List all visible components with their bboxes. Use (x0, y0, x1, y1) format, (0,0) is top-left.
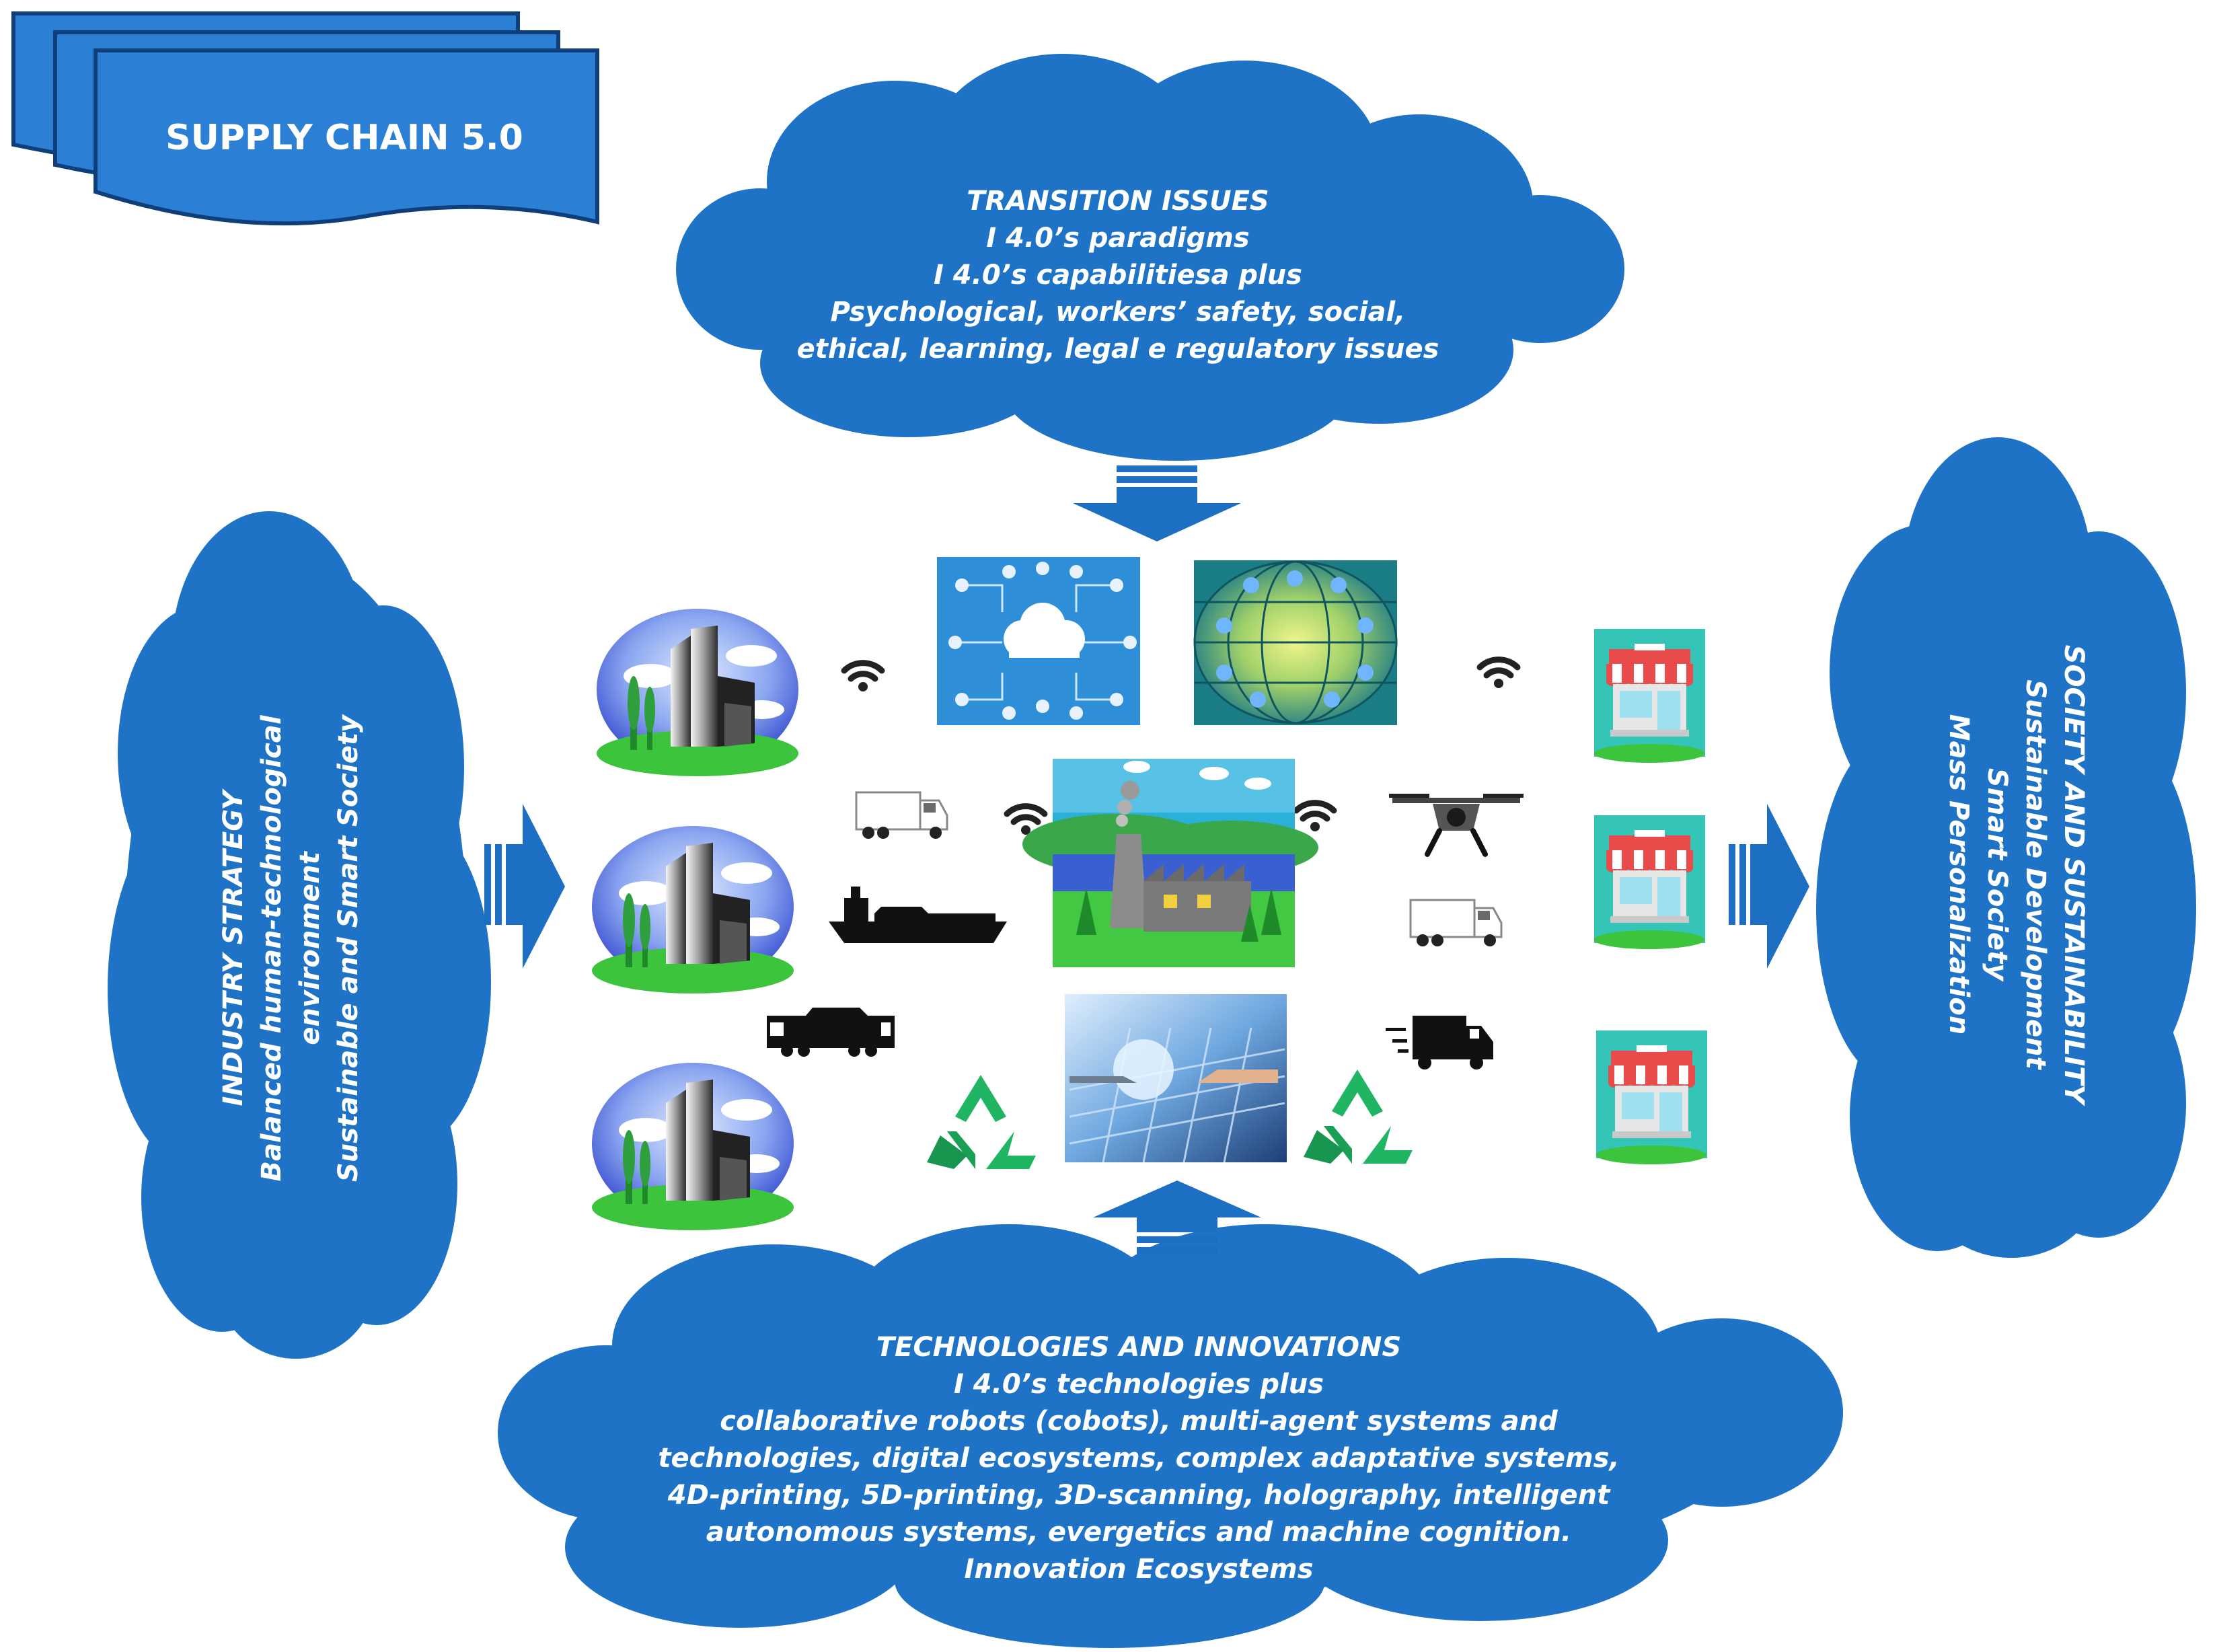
wifi-icon (1296, 803, 1334, 831)
drone-icon (1389, 794, 1524, 857)
arrow-right-left-icon (484, 804, 565, 969)
truck-icon (855, 791, 948, 840)
industry-line-2: Balanced human-technological (256, 714, 287, 1181)
recycle-icon (927, 1075, 1036, 1169)
transition-line-1: TRANSITION ISSUES (967, 186, 1269, 217)
arrow-right-right-icon (1729, 804, 1809, 969)
factory-icon (597, 609, 798, 776)
industry-strategy-cloud (108, 511, 491, 1359)
arrow-up-icon (1093, 1180, 1261, 1254)
society-sustainability-cloud (1816, 437, 2196, 1258)
globe-network-icon (1193, 560, 1398, 725)
transition-line-4: Psychological, workers’ safety, social, (831, 297, 1406, 328)
tech-line-1: TECHNOLOGIES AND INNOVATIONS (876, 1332, 1402, 1363)
recycle-icon (1304, 1069, 1413, 1164)
tech-line-4: technologies, digital ecosystems, comple… (658, 1443, 1619, 1474)
industry-strategy-text: INDUSTRY STRATEGY Balanced human-technol… (218, 714, 364, 1182)
tech-line-5: 4D-printing, 5D-printing, 3D-scanning, h… (667, 1480, 1611, 1511)
diagram-title: SUPPLY CHAIN 5.0 (165, 118, 523, 158)
transition-issues-text: TRANSITION ISSUES I 4.0’s paradigms I 4.… (797, 186, 1439, 365)
store-icon (1594, 815, 1705, 949)
store-icon (1594, 629, 1705, 763)
power-plant-icon (1022, 759, 1318, 967)
wifi-icon (1480, 660, 1517, 688)
technologies-innovations-text: TECHNOLOGIES AND INNOVATIONS I 4.0’s tec… (658, 1332, 1619, 1585)
transition-line-3: I 4.0’s capabilitiesa plus (934, 260, 1302, 291)
wifi-icon (844, 663, 882, 691)
tech-line-6: autonomous systems, evergetics and machi… (706, 1517, 1571, 1548)
robot-hand-icon (1065, 994, 1287, 1163)
store-icon (1596, 1030, 1707, 1164)
ship-icon (829, 887, 1007, 943)
tech-line-2: I 4.0’s technologies plus (954, 1369, 1324, 1400)
society-line-3: Smart Society (1982, 768, 2013, 982)
industry-line-4: Sustainable and Smart Society (333, 714, 364, 1182)
train-icon (767, 1008, 895, 1057)
society-line-1: SOCIETY AND SUSTAINABILITY (2058, 645, 2089, 1107)
factory-icon (592, 1063, 794, 1230)
title-banner: SUPPLY CHAIN 5.0 (11, 11, 599, 226)
industry-line-1: INDUSTRY STRATEGY (218, 788, 249, 1106)
transition-issues-cloud (676, 54, 1624, 461)
society-sustainability-text: SOCIETY AND SUSTAINABILITY Sustainable D… (1943, 645, 2089, 1107)
industry-line-3: environment (295, 850, 326, 1045)
society-line-4: Mass Personalization (1943, 714, 1974, 1035)
factory-icon (592, 826, 794, 993)
transition-line-2: I 4.0’s paradigms (986, 223, 1249, 254)
arrow-down-icon (1073, 465, 1241, 541)
technologies-innovations-cloud (498, 1224, 1843, 1648)
truck-icon (1409, 899, 1503, 948)
cloud-network-icon (937, 557, 1140, 725)
tech-line-7: Innovation Ecosystems (964, 1554, 1313, 1585)
transition-line-5: ethical, learning, legal e regulatory is… (797, 334, 1439, 365)
tech-line-3: collaborative robots (cobots), multi-age… (720, 1406, 1558, 1437)
delivery-van-icon (1386, 1016, 1493, 1069)
society-line-2: Sustainable Development (2020, 679, 2051, 1070)
